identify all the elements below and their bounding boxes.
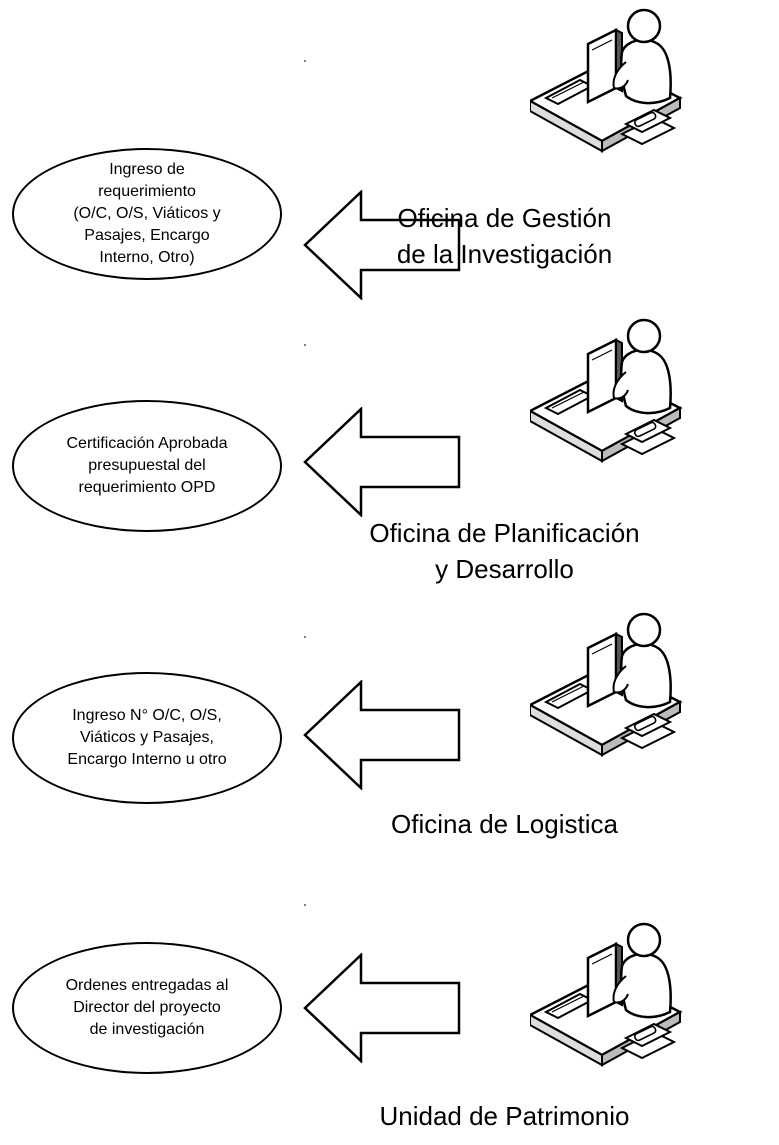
- scan-speck: [304, 904, 306, 906]
- orders-delivered-ellipse: Ordenes entregadas al Director del proye…: [12, 942, 282, 1074]
- office-worker-icon: [530, 316, 690, 476]
- office-label: Oficina de Gestión de la Investigación: [396, 203, 613, 269]
- order-number-entry-ellipse: Ingreso N° O/C, O/S, Viáticos y Pasajes,…: [12, 672, 282, 804]
- ellipse-text: Ingreso de requerimiento (O/C, O/S, Viát…: [73, 161, 221, 266]
- ellipse-text: Ordenes entregadas al Director del proye…: [65, 977, 229, 1038]
- office-label: Oficina de Planificación y Desarrollo: [369, 518, 640, 584]
- left-arrow-icon: [303, 953, 463, 1063]
- office-label: Unidad de Patrimonio: [379, 1101, 630, 1131]
- budget-certification-ellipse: Certificación Aprobada presupuestal del …: [12, 400, 282, 532]
- office-worker-icon: [530, 920, 690, 1080]
- left-arrow-icon: [303, 407, 463, 517]
- office-worker-icon: [530, 6, 690, 166]
- office-worker-icon: [530, 610, 690, 770]
- scan-speck: [304, 60, 306, 62]
- scan-speck: [304, 344, 306, 346]
- office-label: Oficina de Logistica: [391, 809, 618, 839]
- ellipse-text: Certificación Aprobada presupuestal del …: [66, 435, 228, 496]
- left-arrow-icon: [303, 680, 463, 790]
- requirement-entry-ellipse: Ingreso de requerimiento (O/C, O/S, Viát…: [12, 148, 282, 280]
- ellipse-text: Ingreso N° O/C, O/S, Viáticos y Pasajes,…: [67, 707, 227, 768]
- scan-speck: [304, 636, 306, 638]
